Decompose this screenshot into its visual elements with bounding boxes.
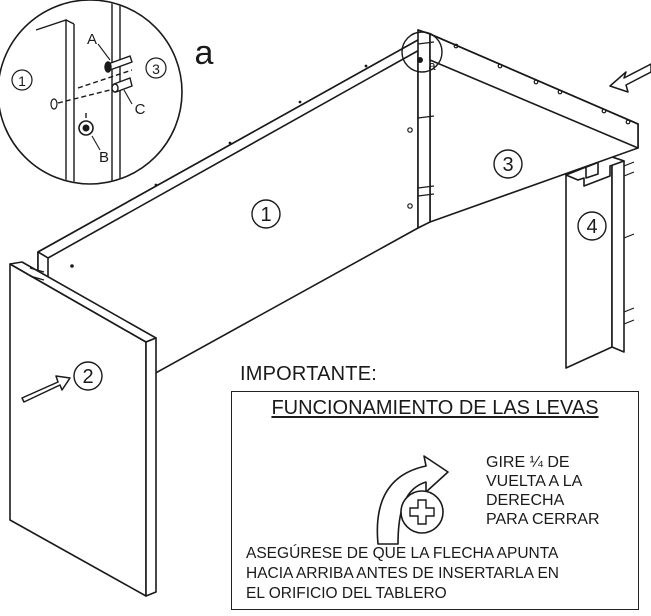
detail-small-label: a — [428, 58, 436, 73]
panel-3-holes — [407, 43, 631, 209]
detail-label: a — [195, 34, 214, 72]
dowel-icon — [111, 77, 133, 93]
panel-4 — [565, 156, 625, 369]
part-c-label: C — [135, 101, 146, 118]
cam-lock-icon — [78, 120, 94, 136]
panel-callouts — [73, 149, 607, 391]
warning-line: HACIA ARRIBA ANTES DE INSERTARLA EN — [246, 565, 559, 582]
panel-3-pins — [417, 41, 435, 197]
panel-1-label: 1 — [260, 204, 271, 226]
cam-detail-inset — [0, 0, 183, 185]
panel-4-label: 4 — [586, 216, 597, 238]
detail-a-marker — [401, 31, 443, 73]
panel-3-label: 3 — [502, 154, 513, 176]
cam-instructions-title: FUNCIONAMIENTO DE LAS LEVAS — [271, 397, 599, 419]
turn-instructions: GIRE ¼ DE VUELTA A LA DERECHA PARA CERRA… — [486, 453, 600, 529]
part-b-label: B — [99, 149, 109, 166]
part-a-label: A — [87, 31, 97, 48]
turn-line: PARA CERRAR — [486, 511, 600, 528]
panel-1-holes — [70, 64, 368, 268]
screw-head-icon — [400, 490, 444, 534]
important-heading: IMPORTANTE: — [240, 363, 378, 385]
turn-line: VUELTA A LA — [486, 473, 583, 490]
turn-line: GIRE ¼ DE — [486, 454, 570, 471]
panel-4-pins — [623, 161, 635, 325]
arrow-icon — [609, 63, 651, 93]
panel-2 — [9, 261, 157, 597]
cam-instructions-box: FUNCIONAMIENTO DE LAS LEVAS GIRE ¼ DE VU… — [231, 391, 639, 610]
inset-panel-1-label: 1 — [18, 73, 26, 89]
panel-2-label: 2 — [82, 366, 93, 388]
inset-panel-3-label: 3 — [152, 61, 160, 77]
turn-line: DERECHA — [486, 492, 565, 509]
arrow-icon — [21, 375, 71, 403]
panel-2-pins — [29, 267, 45, 281]
hole-icon — [50, 98, 58, 110]
warning-line: ASEGÚRESE DE QUE LA FLECHA APUNTA — [246, 545, 559, 562]
cam-bolt-icon — [104, 55, 133, 73]
insertion-warning: ASEGÚRESE DE QUE LA FLECHA APUNTA HACIA … — [246, 544, 559, 604]
warning-line: EL ORIFICIO DEL TABLERO — [246, 585, 447, 602]
